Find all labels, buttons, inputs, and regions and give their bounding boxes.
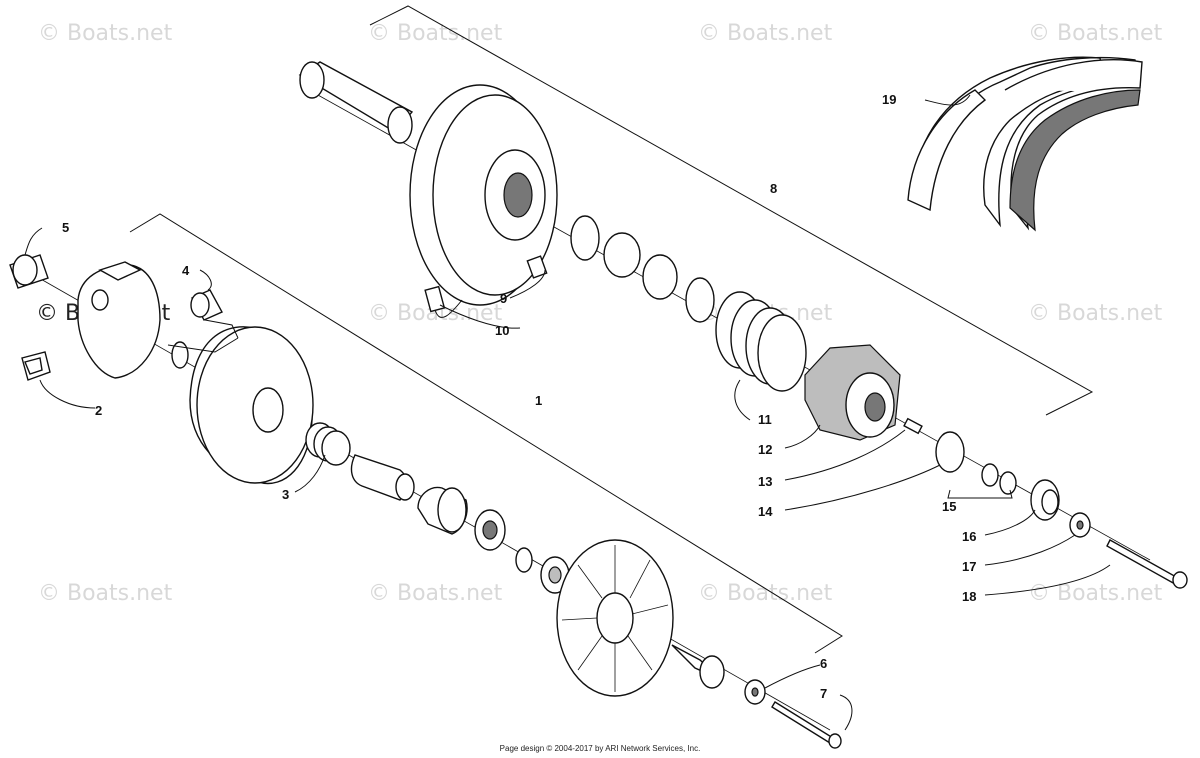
watermark: © Boats.net [698,581,833,606]
callout-8: 8 [770,181,777,196]
callout-4: 4 [182,263,190,278]
leader-lines [24,94,1111,731]
part-15-rings [981,463,1017,495]
callout-10: 10 [495,323,509,338]
callout-14: 14 [758,504,773,519]
watermark: © Boats.net [368,581,503,606]
callout-6: 6 [820,656,827,671]
watermark: © Boats.net [38,581,173,606]
driven-ring-stack [570,215,715,323]
watermark: © Boats.net [698,21,833,46]
part-3-spring [305,422,351,466]
watermarks: © Boats.net © Boats.net © Boats.net © Bo… [36,21,1163,606]
part-7-bolt [771,701,842,749]
callouts: 1 2 3 4 5 6 7 8 9 10 11 12 13 14 15 16 1… [62,92,976,701]
callout-11: 11 [758,412,772,427]
part-14-snap-ring [935,431,965,473]
callout-7: 7 [820,686,827,701]
part-16-bushing [1030,479,1060,521]
drive-belt [907,56,1143,232]
callout-12: 12 [758,442,772,457]
bracket-assembly-8 [369,5,1094,416]
bearing-stack [417,486,570,594]
part-11-spring [715,291,807,392]
part-18-bolt [1106,539,1188,589]
watermark: © Boats.net [38,21,173,46]
spider-cam [77,261,161,379]
callout-18: 18 [962,589,976,604]
part-1-moveable-sheave [189,326,314,485]
part-17-washer [1069,512,1091,538]
part-5-bushing [9,254,49,289]
watermark: © Boats.net [1028,581,1163,606]
callout-17: 17 [962,559,976,574]
watermark: © Boats.net [368,21,503,46]
watermark: © Boats.net [1028,301,1163,326]
watermark: © Boats.net [1028,21,1163,46]
part-2-clip [21,351,51,381]
part-8-driven-clutch [298,61,558,313]
callout-15: 15 [942,499,956,514]
callout-9: 9 [500,291,507,306]
assembly-brackets [129,5,1094,654]
spoked-sheave [556,539,674,697]
callout-5: 5 [62,220,69,235]
part-13-pin [903,417,923,435]
callout-1: 1 [535,393,542,408]
callout-19: 19 [882,92,896,107]
bracket-assembly-1 [129,213,843,654]
callout-3: 3 [282,487,289,502]
page-footer: Page design © 2004-2017 by ARI Network S… [499,744,701,753]
part-4-roller [171,289,223,369]
callout-2: 2 [95,403,102,418]
part-6-washer [671,644,766,705]
callout-13: 13 [758,474,772,489]
part-12-cam [804,344,901,441]
sleeve [350,454,415,501]
callout-16: 16 [962,529,976,544]
